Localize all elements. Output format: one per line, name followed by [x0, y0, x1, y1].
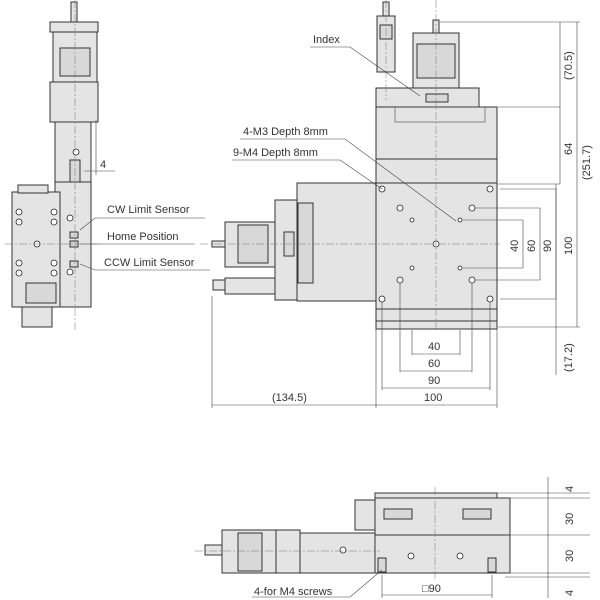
dim-60-horizontal: 60: [428, 358, 440, 370]
dim-40-vertical: 40: [509, 240, 521, 252]
dim-134-5: (134.5): [272, 392, 307, 404]
dim-90-horizontal: 90: [428, 375, 440, 387]
dim-100-vertical: 100: [563, 237, 575, 255]
label-cw-limit-sensor: CW Limit Sensor: [107, 204, 190, 216]
label-4-m3-depth-8mm: 4-M3 Depth 8mm: [243, 126, 328, 138]
dim-4-bottom: 4: [564, 590, 576, 596]
dim-4-top: 4: [564, 486, 576, 492]
dim-30-upper: 30: [564, 513, 576, 525]
top-view: [200, 0, 580, 408]
label-index: Index: [313, 34, 340, 46]
dim-90-vertical: 90: [542, 240, 554, 252]
dim-251-7: (251.7): [581, 145, 593, 180]
dim-70-5: (70.5): [563, 51, 575, 80]
dim-square-90: □90: [422, 583, 441, 595]
dim-4-left: 4: [100, 159, 106, 171]
dim-40-horizontal: 40: [428, 341, 440, 353]
label-9-m4-depth-8mm: 9-M4 Depth 8mm: [233, 147, 318, 159]
dim-64: 64: [563, 143, 575, 155]
dim-30-lower: 30: [564, 550, 576, 562]
label-4-for-m4-screws: 4-for M4 screws: [254, 586, 333, 598]
left-side-view: [5, 0, 210, 330]
label-home-position: Home Position: [107, 231, 179, 243]
dim-60-vertical: 60: [526, 240, 538, 252]
label-ccw-limit-sensor: CCW Limit Sensor: [104, 257, 195, 269]
dim-17-2: (17.2): [563, 343, 575, 372]
front-view: [195, 477, 590, 598]
dim-100-horizontal: 100: [424, 392, 442, 404]
